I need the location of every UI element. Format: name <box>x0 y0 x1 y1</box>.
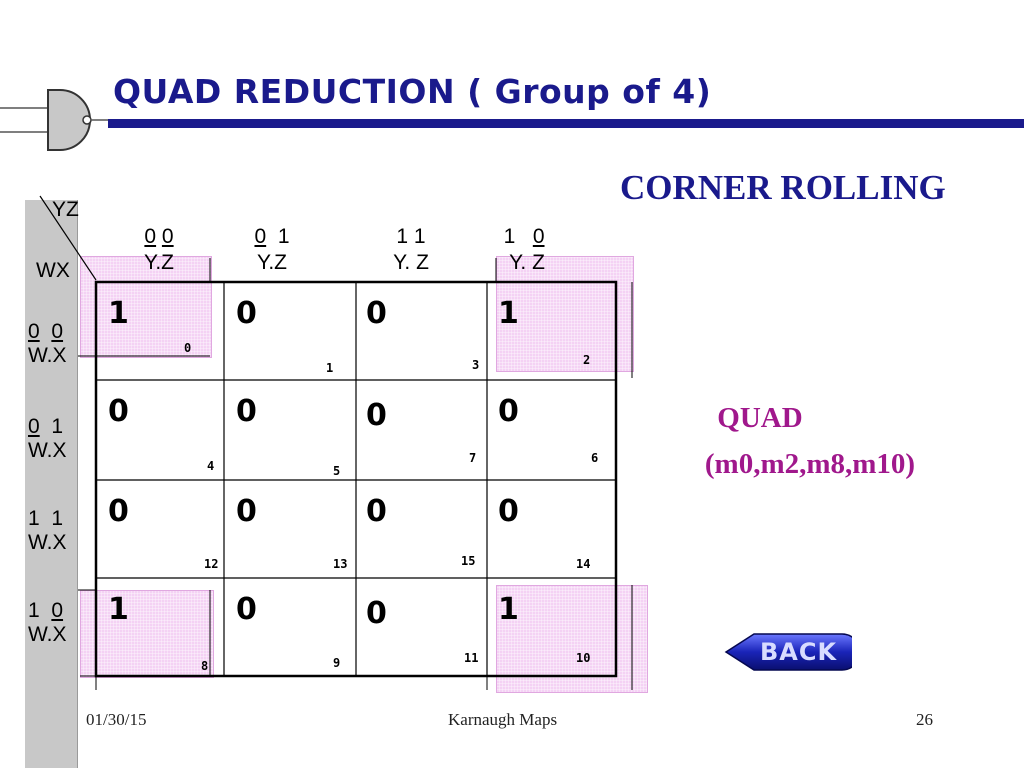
cell-index: 3 <box>472 358 480 372</box>
and-gate-icon <box>0 89 112 151</box>
cell-index: 5 <box>333 464 341 478</box>
cell-value: 1 <box>498 592 519 627</box>
cell-value: 0 <box>236 494 257 529</box>
cell-index: 0 <box>184 341 192 355</box>
cell-value: 0 <box>108 494 129 529</box>
column-header-11: 1 1 Y. Z <box>393 225 429 274</box>
cell-value: 0 <box>366 296 387 331</box>
cell-value: 0 <box>236 296 257 331</box>
back-button[interactable]: BACK <box>724 632 861 672</box>
corner-diagonal <box>39 195 97 281</box>
cell-value: 1 <box>498 296 519 331</box>
group-highlight-top-right <box>496 256 634 372</box>
cell-index: 4 <box>207 459 215 473</box>
cell-value: 0 <box>498 394 519 429</box>
group-highlight-bottom-right <box>496 585 648 693</box>
column-header-00: 0 0 Y.Z <box>144 225 174 274</box>
back-button-label: BACK <box>760 638 838 666</box>
cell-index: 2 <box>583 353 591 367</box>
slide-subtitle: CORNER ROLLING <box>620 168 946 207</box>
cell-value: 0 <box>366 398 387 433</box>
cell-value: 0 <box>366 494 387 529</box>
cell-index: 6 <box>591 451 599 465</box>
cell-index: 14 <box>576 557 591 571</box>
cell-index: 15 <box>461 554 476 568</box>
group-highlight-bottom-left <box>80 590 214 678</box>
footer-page-number: 26 <box>916 710 933 729</box>
group-highlight-top-left <box>80 256 212 358</box>
cell-value: 1 <box>108 296 129 331</box>
cell-index: 8 <box>201 659 209 673</box>
cell-index: 12 <box>204 557 219 571</box>
cell-index: 10 <box>576 651 591 665</box>
row-header-00: 0 0 W.X <box>28 320 67 367</box>
cell-value: 0 <box>108 394 129 429</box>
cell-value: 0 <box>366 596 387 631</box>
quad-label: QUAD <box>717 402 803 434</box>
slide-title: QUAD REDUCTION ( Group of 4) <box>113 72 712 111</box>
cell-value: 0 <box>498 494 519 529</box>
cell-index: 13 <box>333 557 348 571</box>
quad-terms: (m0,m2,m8,m10) <box>704 448 916 480</box>
column-header-01: 0 1 Y.Z <box>254 225 290 274</box>
cell-value: 0 <box>236 394 257 429</box>
kmap-corner-left: WX <box>36 259 70 282</box>
row-header-11: 1 1 W.X <box>28 507 67 554</box>
cell-value: 0 <box>236 592 257 627</box>
row-header-10: 1 0 W.X <box>28 599 67 646</box>
column-header-10: 1 0 Y. Z <box>503 225 545 274</box>
side-decoration-bar <box>25 200 78 768</box>
row-header-01: 0 1 W.X <box>28 415 67 462</box>
cell-index: 7 <box>469 451 477 465</box>
cell-index: 1 <box>326 361 334 375</box>
footer-title: Karnaugh Maps <box>448 710 558 729</box>
cell-index: 9 <box>333 656 341 670</box>
title-rule <box>108 119 1024 128</box>
cell-index: 11 <box>464 651 479 665</box>
kmap-corner-top: YZ <box>52 198 79 221</box>
footer-date: 01/30/15 <box>86 710 147 729</box>
cell-value: 1 <box>108 592 129 627</box>
